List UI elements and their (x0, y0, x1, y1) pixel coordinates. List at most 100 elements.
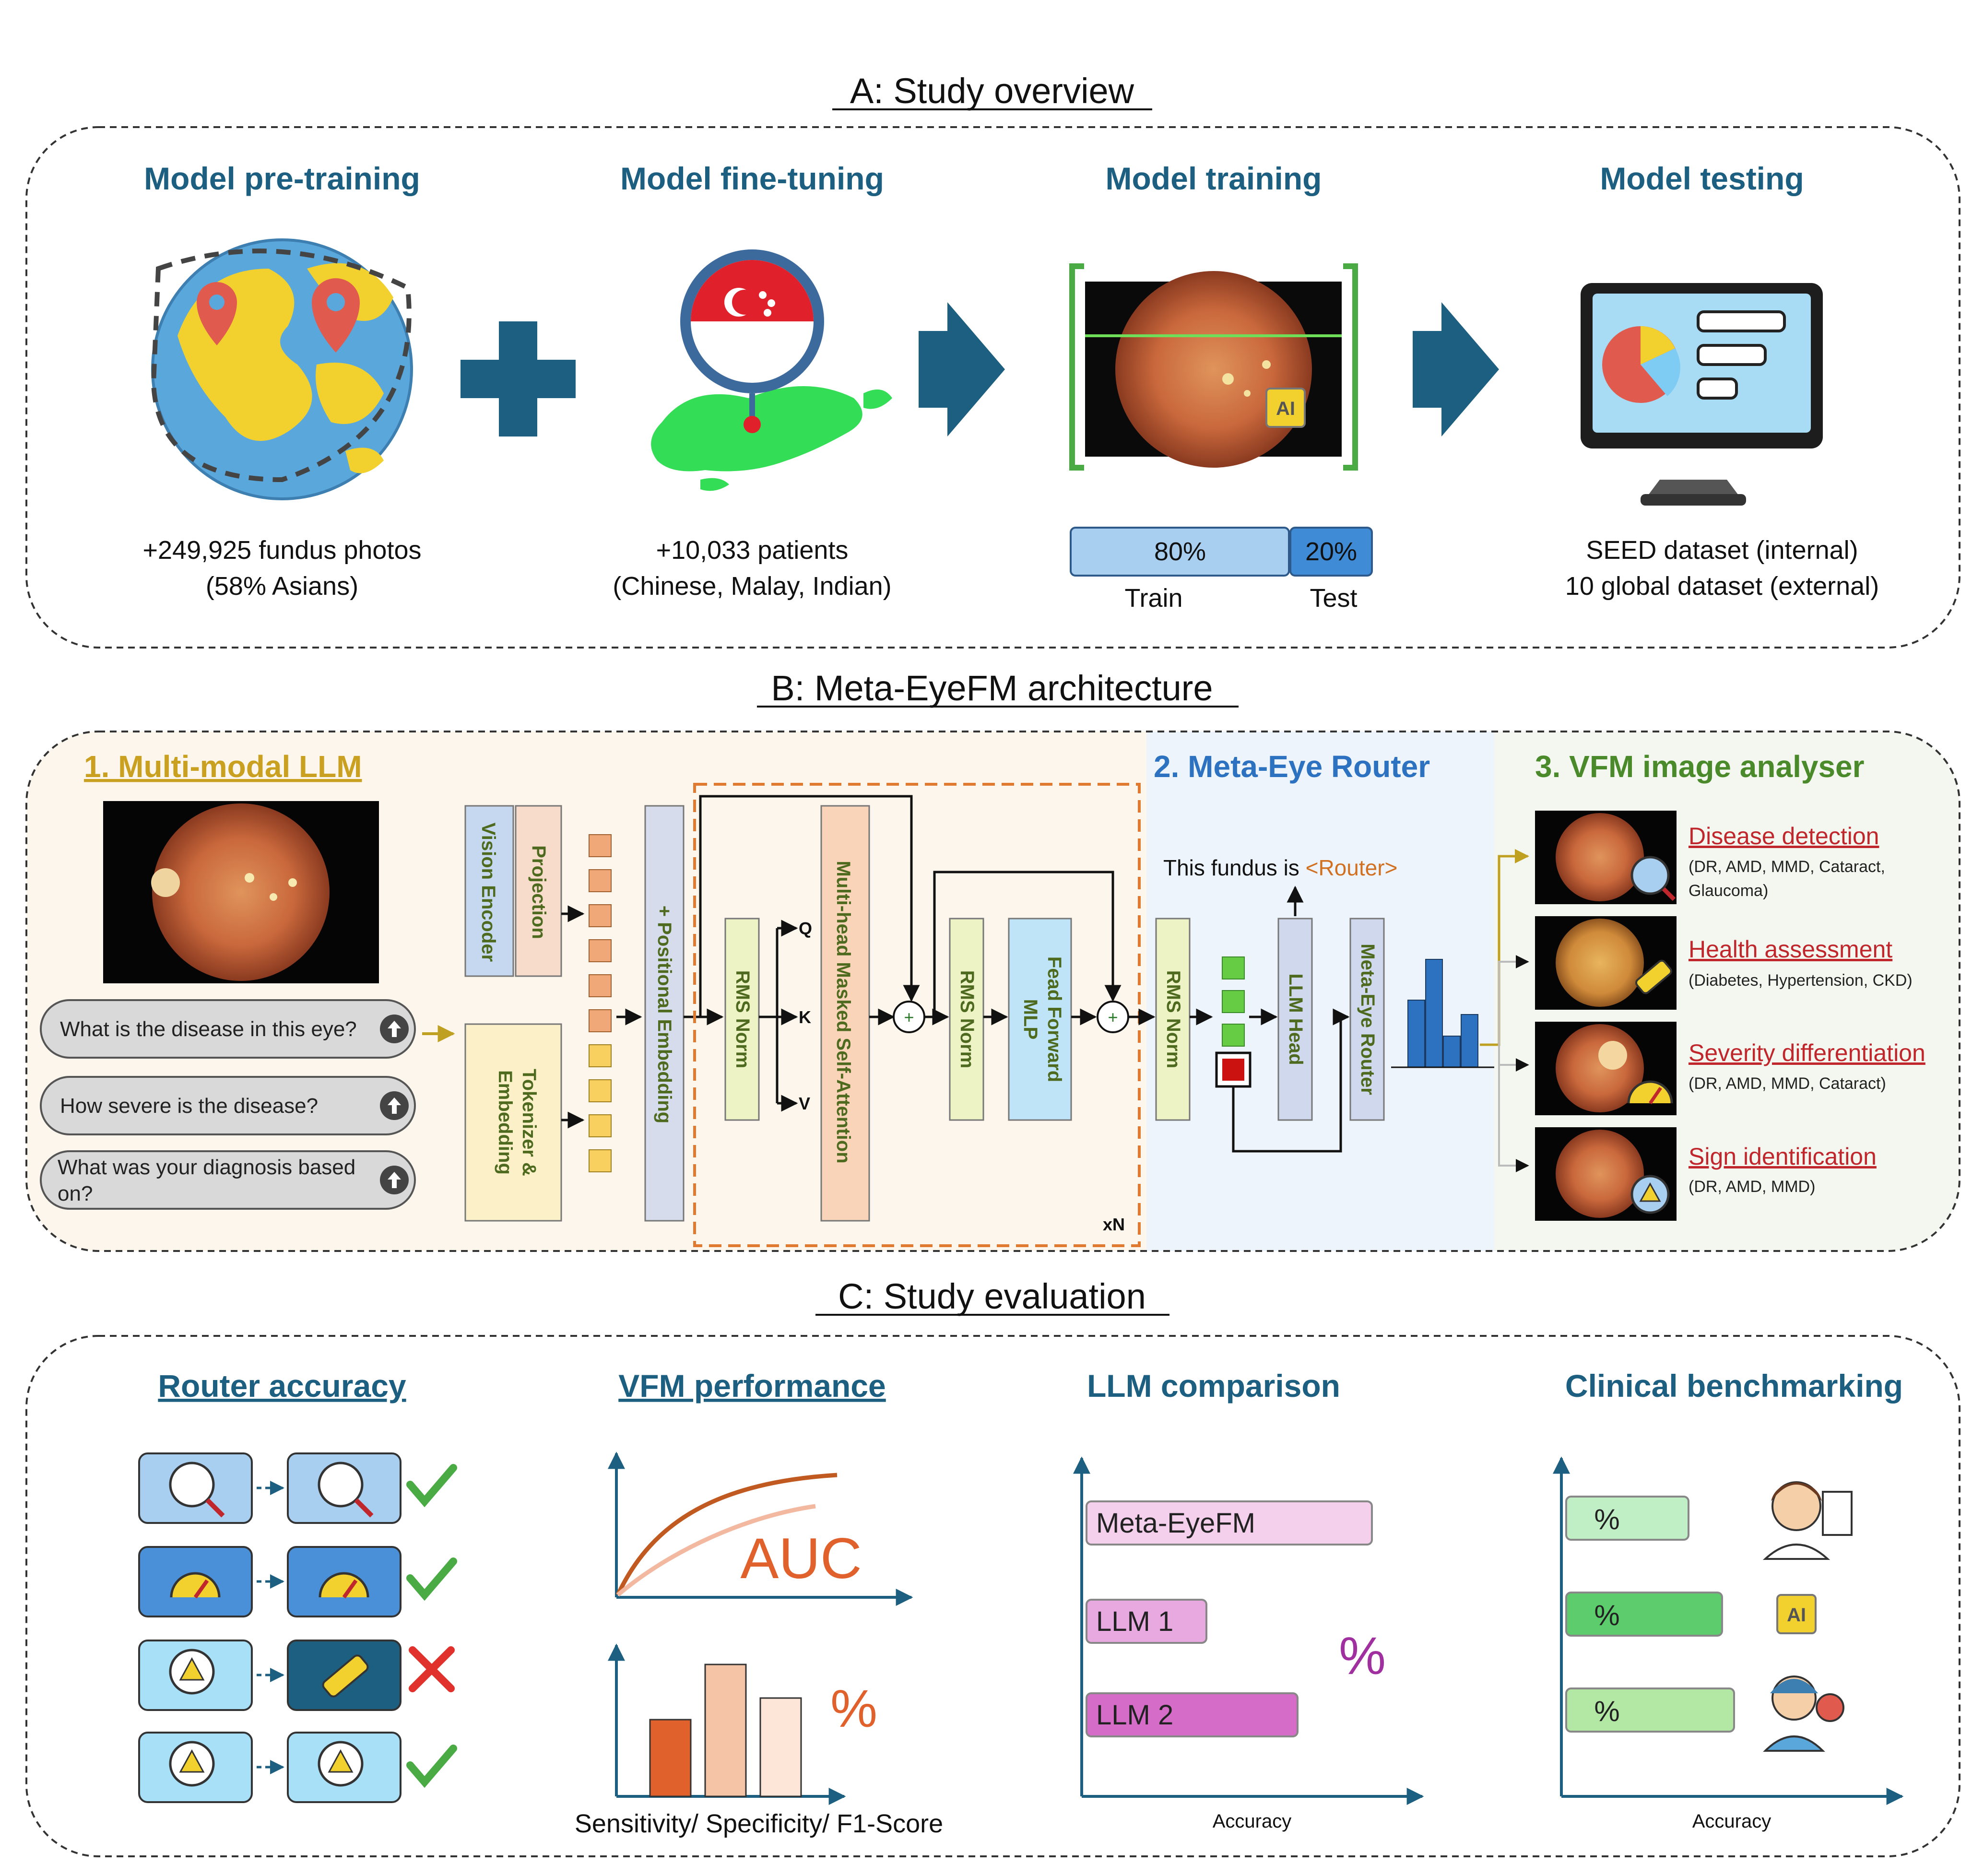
metrics-bar-schematic: % Sensitivity/ Specificity/ F1-Score (575, 1643, 943, 1838)
train-segment (1070, 527, 1290, 577)
test-tube-icon (322, 1654, 369, 1698)
stage-heading-finetuning: Model fine-tuning (620, 161, 884, 196)
arrow-icon (1413, 302, 1499, 437)
rms-norm-label: RMS Norm (732, 970, 753, 1068)
histogram-bar (1425, 959, 1443, 1068)
test-label: Test (1310, 584, 1357, 613)
arrow-up-icon (388, 1172, 401, 1188)
router-distribution-histogram (1391, 959, 1494, 1068)
model-bar (1565, 1592, 1723, 1637)
section-c-frame (25, 1335, 1960, 1857)
text-token (589, 1149, 612, 1172)
question-pill[interactable]: What is the disease in this eye? (40, 999, 416, 1059)
add-symbol: + (904, 1007, 914, 1027)
warning-icon (179, 1657, 205, 1681)
cross-icon (409, 1646, 455, 1692)
task-detail: (Diabetes, Hypertension, CKD) (1689, 971, 1913, 990)
section-b-title: B: Meta-EyeFM architecture (771, 668, 1213, 708)
inactive-route-line (1498, 1045, 1529, 1172)
residual-connection (933, 871, 1122, 1017)
section-b: B: Meta-EyeFM architecture 1. Multi-moda… (25, 668, 1960, 1252)
metrics-caption: Sensitivity/ Specificity/ F1-Score (575, 1809, 943, 1838)
self-attention-label: Multi-head Masked Self-Attention (833, 861, 854, 1163)
router-output-prefix: This fundus is (1163, 855, 1306, 880)
ai-chip-label: AI (1276, 398, 1295, 419)
clinical-benchmark-chart: % % % Accuracy AI (1553, 1456, 1904, 1832)
task-health-assessment: Health assessment (Diabetes, Hypertensio… (1535, 916, 1913, 1010)
task-name[interactable]: Disease detection (1689, 823, 1879, 850)
positional-embedding-block: + Positional Embedding (644, 805, 685, 1222)
task-severity-differentiation: Severity differentiation (DR, AMD, MMD, … (1535, 1022, 1925, 1115)
plus-icon (461, 321, 576, 437)
warning-icon (179, 1749, 205, 1773)
arrow-up-icon (388, 1021, 401, 1037)
training-fundus-image: AI (1069, 263, 1358, 471)
task-name[interactable]: Severity differentiation (1689, 1039, 1925, 1066)
train-percentage: 80% (1154, 537, 1206, 566)
llm-comparison-chart: Meta-EyeFM LLM 1 LLM 2 % Accuracy (1073, 1456, 1424, 1832)
router-accuracy-row (138, 1640, 455, 1711)
key-label: K (799, 1007, 811, 1027)
optometrist-bar-percent: % (1594, 1695, 1619, 1727)
image-token (589, 939, 612, 962)
output-token (1222, 956, 1245, 979)
panel-heading-router-accuracy: Router accuracy (158, 1368, 406, 1404)
testing-internal: SEED dataset (internal) (1586, 536, 1858, 565)
vision-encoder-block: Vision Encoder (464, 805, 514, 977)
llm-head-block: LLM Head (1277, 918, 1313, 1121)
eye-icon (1816, 1693, 1844, 1722)
rms-norm-label: RMS Norm (957, 970, 978, 1068)
magnifier-handle (354, 1498, 374, 1518)
image-token (589, 869, 612, 892)
llm-x-label: Accuracy (1213, 1811, 1292, 1832)
active-route-line (1480, 849, 1529, 1046)
finetuning-population: (Chinese, Malay, Indian) (613, 572, 891, 601)
magnifier-handle (1662, 887, 1676, 901)
optometrist-icon (1763, 1675, 1844, 1752)
metric-bar (759, 1697, 802, 1797)
projection-block: Projection (515, 805, 562, 977)
clinical-x-label: Accuracy (1692, 1811, 1771, 1832)
panel-heading-vfm-performance: VFM performance (618, 1368, 886, 1404)
histogram-bar (1407, 1000, 1425, 1068)
positional-embedding-label: + Positional Embedding (654, 906, 675, 1124)
gauge-icon (170, 1572, 221, 1598)
stage-heading-pretraining: Model pre-training (144, 161, 420, 196)
text-token (589, 1079, 612, 1102)
monitor-dashboard-icon (1581, 283, 1823, 506)
task-name[interactable]: Health assessment (1689, 936, 1892, 963)
testing-external: 10 global dataset (external) (1565, 572, 1879, 601)
stage-heading-training: Model training (1106, 161, 1322, 196)
section-a-title: A: Study overview (850, 71, 1134, 111)
task-disease-detection: Disease detection (DR, AMD, MMD, Catarac… (1535, 811, 1885, 904)
gauge-icon (319, 1572, 369, 1598)
gauge-icon (1627, 1080, 1673, 1104)
rms-norm-block: RMS Norm (949, 918, 984, 1121)
clinician-bar-percent: % (1594, 1503, 1619, 1535)
question-pill[interactable]: How severe is the disease? (40, 1076, 416, 1135)
task-name[interactable]: Sign identification (1689, 1143, 1877, 1170)
model-bar-percent: % (1594, 1599, 1619, 1631)
gauge-needle (1649, 1087, 1662, 1104)
llm-percent: % (1339, 1627, 1386, 1686)
value-label: V (799, 1094, 810, 1113)
optometrist-bar (1565, 1687, 1735, 1733)
text-token (589, 1044, 612, 1067)
singapore-map-icon (651, 249, 892, 491)
router-token (1222, 1059, 1244, 1081)
arrow-up-icon (388, 1097, 401, 1114)
question-pill[interactable]: What was your diagnosis based on? (40, 1150, 416, 1210)
metrics-percent: % (830, 1679, 877, 1738)
magnifier-handle (205, 1498, 225, 1518)
embedding-label: Embedding (495, 1070, 516, 1175)
router-accuracy-row (138, 1732, 457, 1803)
warning-icon (1639, 1182, 1661, 1202)
globe-icon (151, 238, 413, 500)
auc-label: AUC (740, 1526, 862, 1591)
llm-bar-llm-2 (1086, 1692, 1299, 1737)
input-fundus-image (103, 801, 379, 983)
image-token (589, 834, 612, 857)
warning-icon (328, 1749, 354, 1773)
gauge-needle (193, 1579, 209, 1599)
